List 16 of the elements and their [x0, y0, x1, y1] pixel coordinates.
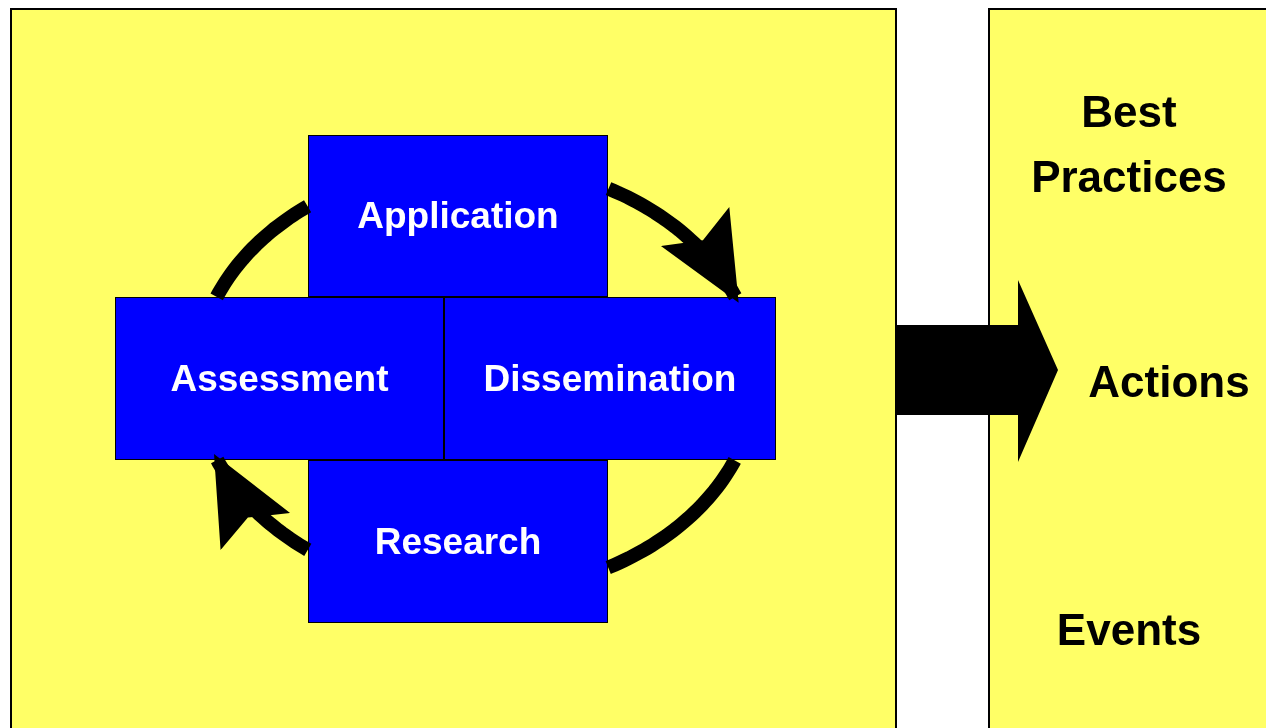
- panel-label: Actions: [1087, 356, 1251, 408]
- panel-label: Best Practices: [1030, 86, 1228, 203]
- panel-label: Events: [1055, 604, 1203, 656]
- box-label: Research: [374, 520, 542, 563]
- process-box: [115, 297, 444, 460]
- block-arrow: [897, 280, 1058, 462]
- box-label: Dissemination: [483, 357, 737, 400]
- box-label: Assessment: [170, 357, 389, 400]
- panel: [10, 8, 897, 728]
- panel: [988, 8, 1266, 728]
- box-label: Application: [357, 195, 559, 237]
- cycle-arrow: [605, 182, 742, 303]
- process-box: [308, 135, 608, 297]
- process-box: [308, 460, 608, 623]
- process-box: [444, 297, 776, 460]
- cycle-arrow: [211, 454, 312, 556]
